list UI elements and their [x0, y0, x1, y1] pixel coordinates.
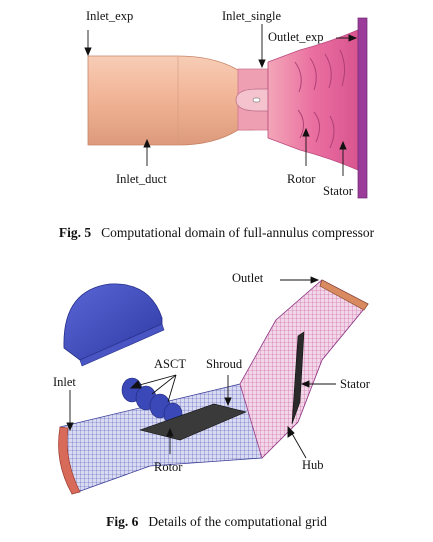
fig5-caption-number: Fig. 5: [58, 225, 92, 240]
label-outlet-exp: Outlet_exp: [268, 30, 324, 44]
label-rotor: Rotor: [154, 460, 183, 474]
label-inlet-exp: Inlet_exp: [86, 9, 134, 23]
label-hub: Hub: [302, 458, 324, 472]
label-stator: Stator: [340, 377, 370, 391]
fig5-caption-text: Computational domain of full-annulus com…: [101, 225, 375, 240]
fig6-caption-text: Details of the computational grid: [148, 514, 327, 529]
figure-6: Outlet ASCT Shroud Inlet Stator Rotor Hu…: [0, 262, 433, 542]
label-inlet-single: Inlet_single: [222, 9, 282, 23]
label-shroud: Shroud: [206, 357, 243, 371]
casing-cap: [63, 283, 163, 361]
fig6-grid-drawing: [58, 276, 369, 495]
inlet-duct-shape: [87, 55, 255, 146]
fig6-caption: Fig. 6 Details of the computational grid: [0, 514, 433, 530]
fig5-caption: Fig. 5 Computational domain of full-annul…: [0, 225, 433, 241]
stator-flange: [357, 17, 368, 199]
figure-5: Inlet_exp Inlet_single Outlet_exp Inlet_…: [0, 0, 433, 240]
label-inlet: Inlet: [53, 375, 76, 389]
label-rotor: Rotor: [287, 172, 316, 186]
label-ascct: ASCT: [154, 357, 186, 371]
fig5-domain-drawing: [84, 17, 368, 199]
downstream-mesh: [239, 279, 369, 459]
label-stator: Stator: [323, 184, 353, 198]
label-inlet-duct: Inlet_duct: [116, 172, 167, 186]
label-outlet: Outlet: [232, 271, 264, 285]
outlet-face: [319, 279, 369, 311]
rotor-blade: [138, 403, 247, 441]
fig6-caption-number: Fig. 6: [106, 514, 139, 529]
inlet-face: [58, 426, 81, 495]
stator-blade: [291, 331, 305, 425]
